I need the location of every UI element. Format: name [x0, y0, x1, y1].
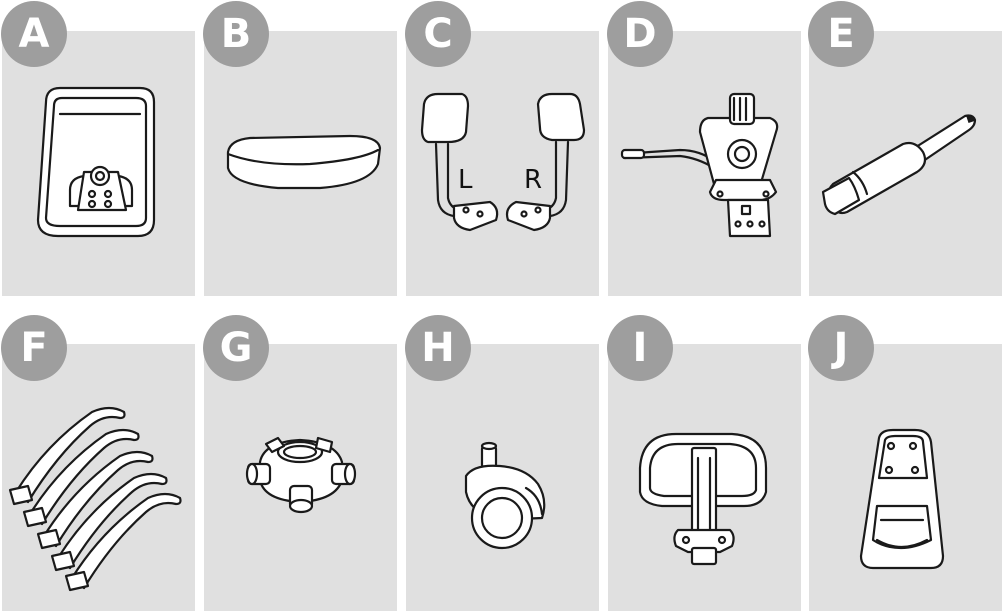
seat-cushion-icon: [220, 130, 385, 200]
part-letter-badge: C: [405, 1, 471, 67]
part-letter-badge: B: [203, 1, 269, 67]
part-i: I: [606, 314, 802, 611]
gas-cylinder-icon: [819, 108, 979, 223]
right-armrest-label: R: [524, 165, 542, 195]
part-f: F: [0, 314, 196, 611]
armrests-icon: L R: [418, 90, 588, 240]
base-legs-icon: [6, 404, 196, 594]
part-d: D: [606, 0, 802, 297]
part-c: C L R: [404, 0, 600, 297]
part-a: A: [0, 0, 196, 297]
part-letter-badge: H: [405, 315, 471, 381]
part-letter-badge: J: [808, 315, 874, 381]
backrest-frame-icon: [30, 80, 170, 245]
headrest-bracket-icon: [636, 430, 771, 570]
part-h: H: [404, 314, 600, 611]
part-letter-badge: E: [808, 1, 874, 67]
part-letter-badge: D: [607, 1, 673, 67]
part-j: J: [807, 314, 1003, 611]
part-e: E: [807, 0, 1003, 297]
left-armrest-label: L: [458, 165, 473, 195]
base-hub-icon: [244, 428, 359, 518]
tilt-mechanism-icon: [620, 88, 795, 240]
lumbar-bracket-icon: [857, 428, 947, 573]
part-g: G: [202, 314, 398, 611]
part-letter-badge: I: [607, 315, 673, 381]
part-letter-badge: A: [1, 1, 67, 67]
part-letter-badge: G: [203, 315, 269, 381]
caster-wheel-icon: [456, 440, 551, 555]
part-b: B: [202, 0, 398, 297]
part-letter-badge: F: [1, 315, 67, 381]
